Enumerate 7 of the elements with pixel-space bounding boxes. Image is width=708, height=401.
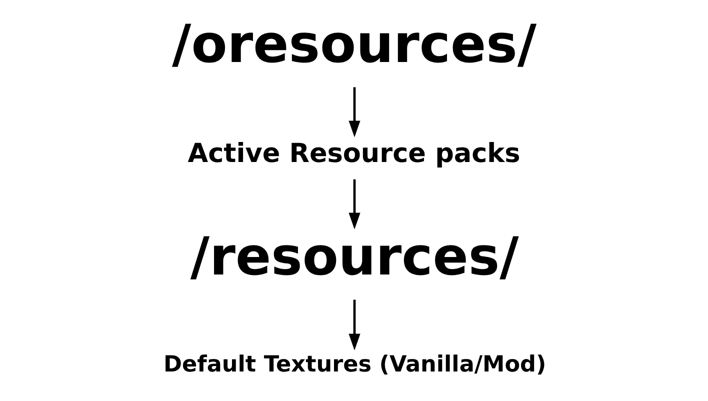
arrow [348,87,360,138]
node-text: /resources/ [190,226,518,288]
node-text: Default Textures (Vanilla/Mod) [163,351,546,378]
arrow [348,300,360,350]
node-text: Active Resource packs [187,138,520,169]
node-text: /oresources/ [172,14,536,76]
arrow [348,179,360,230]
